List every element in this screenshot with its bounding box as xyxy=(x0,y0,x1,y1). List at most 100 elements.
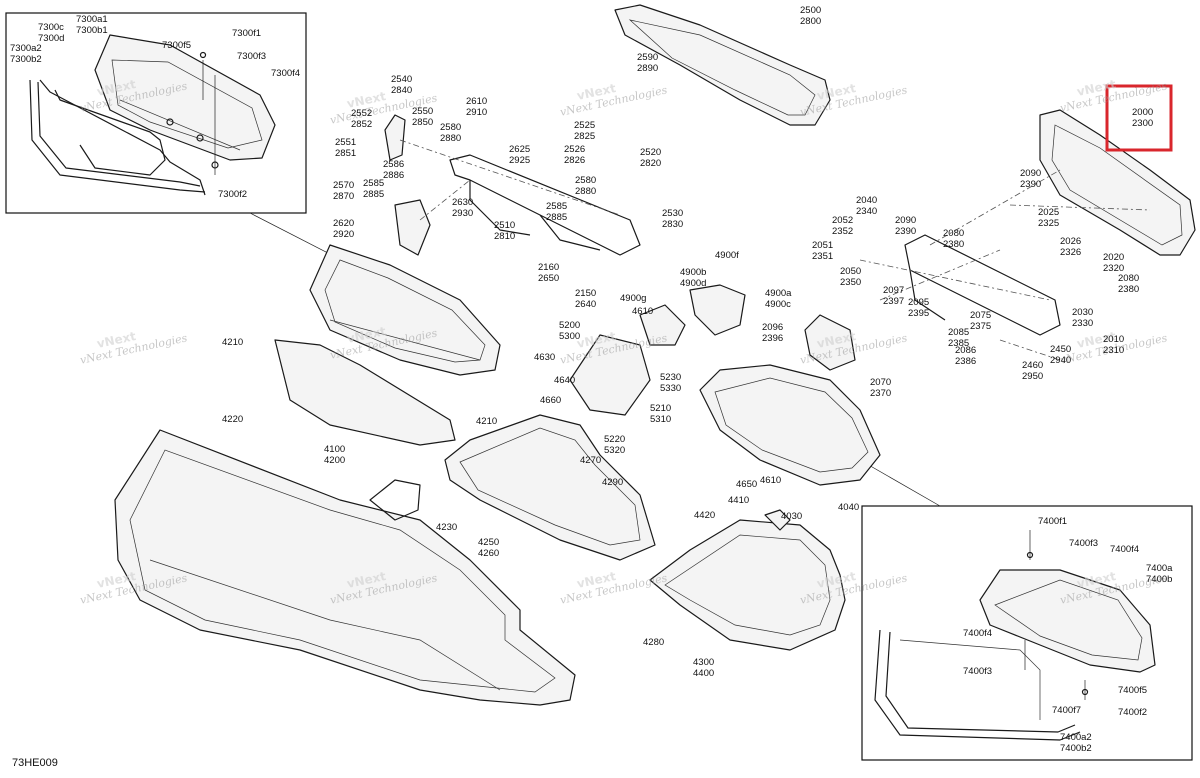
bracket-2570 xyxy=(394,199,431,256)
part-label-7400f3b: 7400f3 xyxy=(963,666,992,677)
door-panel-left xyxy=(114,429,576,706)
part-number: 2030 xyxy=(1072,307,1093,318)
part-number: 2851 xyxy=(335,148,356,159)
frame-2510 xyxy=(449,154,641,256)
part-number: 4290 xyxy=(602,477,623,488)
part-label-7400f5: 7400f5 xyxy=(1118,685,1147,696)
part-number: 2840 xyxy=(391,85,412,96)
part-label-4900g: 4900g xyxy=(620,293,646,304)
part-number: 2551 xyxy=(335,137,356,148)
part-label-4280: 4280 xyxy=(643,637,664,648)
part-number: 2075 xyxy=(970,310,991,321)
part-number: 2095 xyxy=(908,297,929,308)
part-number: 2096 xyxy=(762,322,783,333)
part-number: 7400f7 xyxy=(1052,705,1081,716)
part-number: 2940 xyxy=(1050,355,1071,366)
part-label-4210b: 4210 xyxy=(476,416,497,427)
part-number: 4220 xyxy=(222,414,243,425)
part-label-7300f2: 7300f2 xyxy=(218,189,247,200)
part-number: 2586 xyxy=(383,159,404,170)
part-number: 2450 xyxy=(1050,344,1071,355)
part-label-4650: 4650 xyxy=(736,479,757,490)
part-label-7300f4: 7300f4 xyxy=(271,68,300,79)
part-number: 4640 xyxy=(554,375,575,386)
part-number: 2325 xyxy=(1038,218,1059,229)
part-number: 2885 xyxy=(546,212,567,223)
part-number: 2800 xyxy=(800,16,821,27)
part-label-7300f1: 7300f1 xyxy=(232,28,261,39)
part-number: 4210 xyxy=(222,337,243,348)
part-number: 4250 xyxy=(478,537,499,548)
part-number: 2385 xyxy=(948,338,969,349)
part-number: 2370 xyxy=(870,388,891,399)
part-number: 2086 xyxy=(955,345,976,356)
part-number: 2525 xyxy=(574,120,595,131)
part-number: 2097 xyxy=(883,285,904,296)
part-number: 2051 xyxy=(812,240,833,251)
part-number: 7400f1 xyxy=(1038,516,1067,527)
part-label-4610b: 4610 xyxy=(760,475,781,486)
part-number: 2852 xyxy=(351,119,372,130)
part-number: 4900b xyxy=(680,267,706,278)
panel-2500 xyxy=(614,4,831,126)
part-number: 2930 xyxy=(452,208,473,219)
part-number: 2540 xyxy=(391,74,412,85)
part-number: 2500 xyxy=(800,5,821,16)
part-number: 7400f3 xyxy=(1069,538,1098,549)
part-number: 4610 xyxy=(760,475,781,486)
diagram-code: 73HE009 xyxy=(12,757,58,769)
part-number: 2390 xyxy=(1020,179,1041,190)
part-number: 4260 xyxy=(478,548,499,559)
part-number: 7300c xyxy=(38,22,64,33)
floor-panel-4300 xyxy=(649,519,846,651)
bracket-2540 xyxy=(384,114,406,161)
part-number: 2080 xyxy=(943,228,964,239)
panel-2070-cage xyxy=(699,364,881,486)
part-number: 2925 xyxy=(509,155,530,166)
part-number: 2386 xyxy=(955,356,976,367)
part-number: 4660 xyxy=(540,395,561,406)
part-number: 7400f3 xyxy=(963,666,992,677)
part-number: 4300 xyxy=(693,657,714,668)
part-number: 2020 xyxy=(1103,252,1124,263)
part-number: 4650 xyxy=(736,479,757,490)
part-number: 2070 xyxy=(870,377,891,388)
part-number: 5230 xyxy=(660,372,681,383)
cover-4900 xyxy=(639,304,686,346)
part-number: 2625 xyxy=(509,144,530,155)
part-number: 4210 xyxy=(476,416,497,427)
part-number: 7400a2 xyxy=(1060,732,1092,743)
part-number: 2395 xyxy=(908,308,929,319)
part-number: 7300f2 xyxy=(218,189,247,200)
inset-side-panel-part xyxy=(874,530,1156,741)
part-label-7400f4a: 7400f4 xyxy=(1110,544,1139,555)
part-number: 7300d xyxy=(38,33,64,44)
part-number: 2640 xyxy=(575,299,596,310)
part-number: 2620 xyxy=(333,218,354,229)
part-number: 4900f xyxy=(715,250,739,261)
part-number: 7300f5 xyxy=(162,40,191,51)
part-label-4420: 4420 xyxy=(694,510,715,521)
part-label-4210a: 4210 xyxy=(222,337,243,348)
